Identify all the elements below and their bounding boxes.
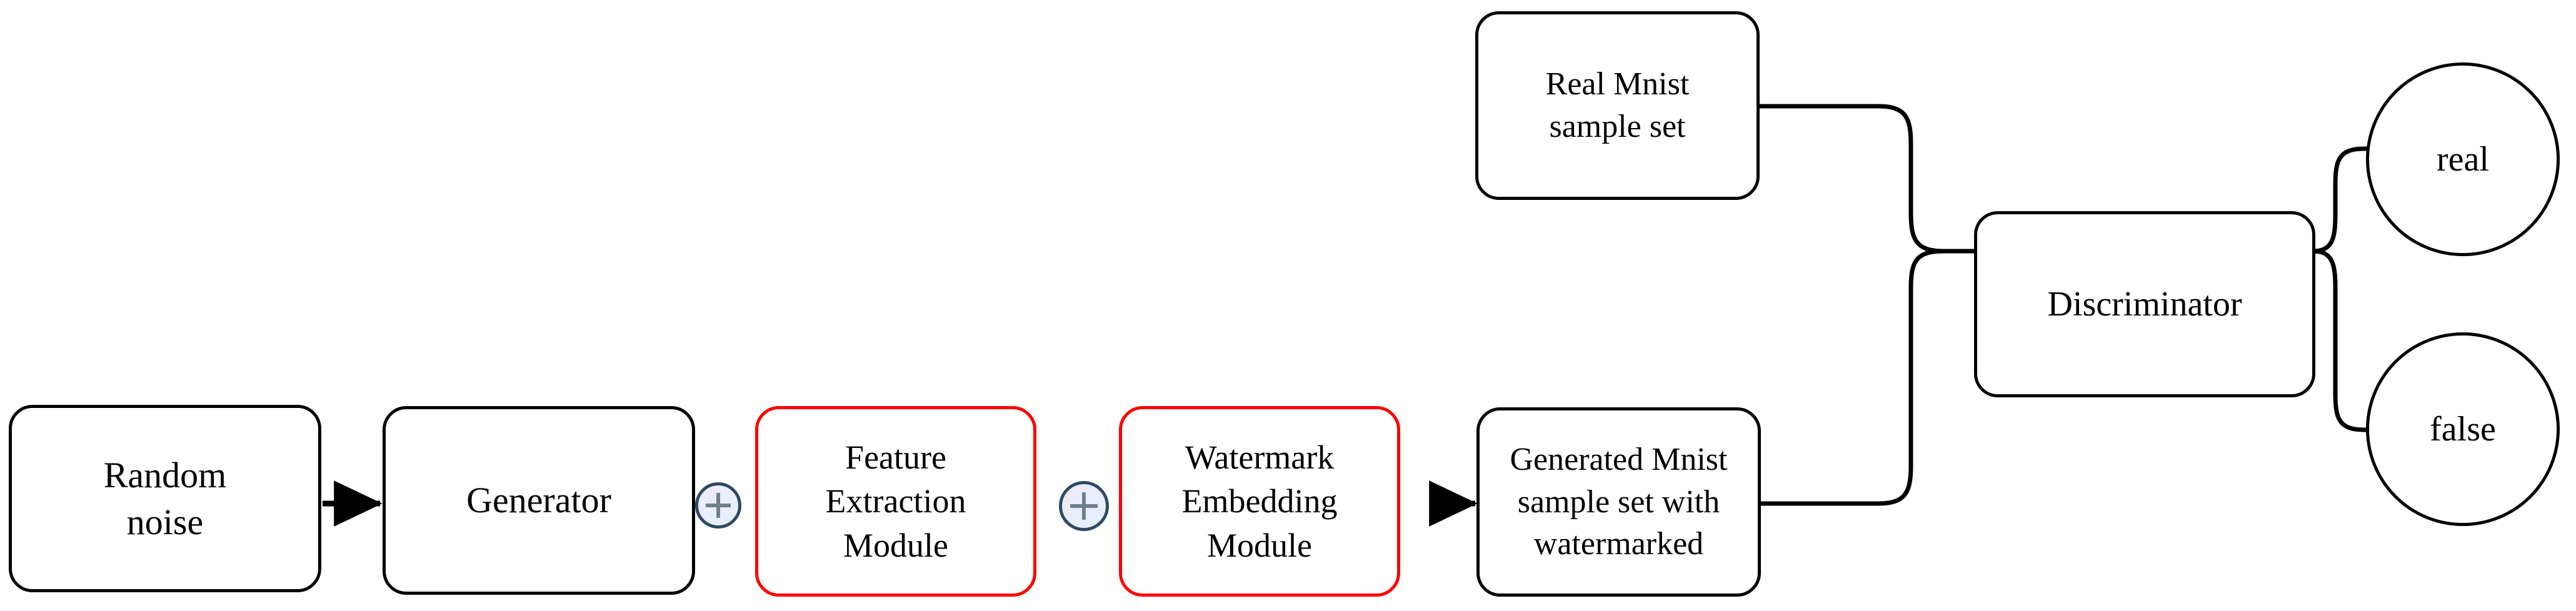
node-watermark-embedding[interactable]: Watermark Embedding Module [1119,406,1400,597]
node-real-mnist[interactable]: Real Mnist sample set [1475,11,1760,200]
node-discriminator[interactable]: Discriminator [1974,211,2315,397]
node-real-mnist-label: Real Mnist sample set [1545,66,1690,144]
node-discriminator-label: Discriminator [2047,284,2242,324]
node-feature-extraction-label: Feature Extraction Module [825,439,966,564]
node-watermark-embedding-label: Watermark Embedding Module [1181,439,1338,564]
edge-real-mnist-to-discriminator [1757,104,1978,254]
node-random-noise[interactable]: Random noise [9,405,321,592]
node-random-noise-label: Random noise [103,454,227,542]
edge-generated-mnist-to-discriminator [1757,249,1978,506]
node-generated-mnist-label: Generated Mnist sample set with watermar… [1510,442,1728,562]
node-output-real[interactable]: real [2366,62,2560,256]
plus-junction-two[interactable] [1059,481,1109,531]
node-output-real-label: real [2437,139,2489,179]
edge-discriminator-to-false [2312,249,2378,432]
node-output-false-label: false [2430,409,2496,449]
node-generator[interactable]: Generator [383,406,695,595]
plus-junction-one[interactable] [695,482,741,529]
node-feature-extraction[interactable]: Feature Extraction Module [755,406,1036,597]
node-output-false[interactable]: false [2366,332,2560,526]
node-generator-label: Generator [466,480,611,521]
node-generated-mnist[interactable]: Generated Mnist sample set with watermar… [1476,407,1761,597]
